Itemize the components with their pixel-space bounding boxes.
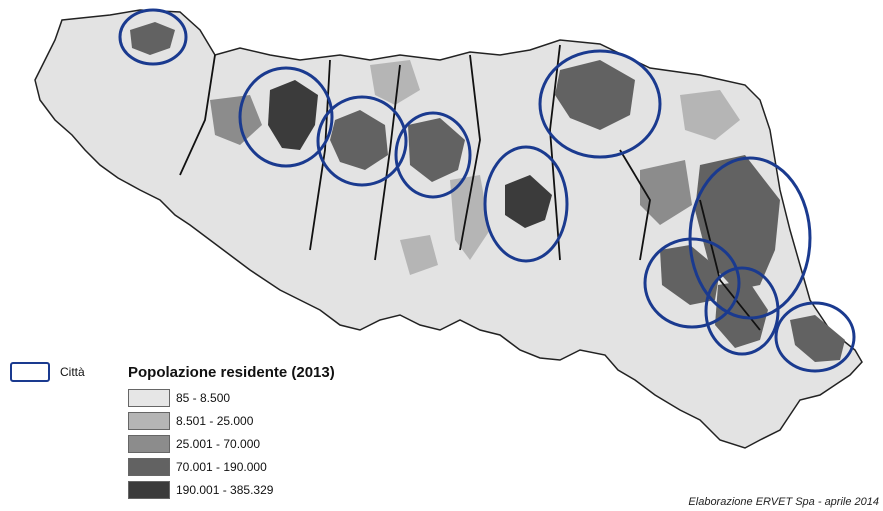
rimini-zone	[790, 315, 845, 362]
legend-swatch	[128, 389, 170, 407]
legend-label: 25.001 - 70.000	[176, 437, 261, 451]
reggio-zone	[330, 110, 388, 170]
city-circle-reggio	[316, 95, 408, 187]
mid-zone-3	[450, 175, 490, 260]
ferrara-zone	[555, 60, 635, 130]
city-legend: Città	[10, 362, 85, 382]
city-legend-label: Città	[60, 365, 85, 379]
legend-item: 25.001 - 70.000	[128, 434, 335, 454]
legend-label: 85 - 8.500	[176, 391, 231, 405]
city-circle-bologna	[483, 145, 569, 263]
mid-zone-6	[400, 235, 438, 275]
mid-zone-1	[210, 95, 262, 145]
population-legend: Popolazione residente (2013) 85 - 8.500 …	[128, 364, 335, 503]
mid-zone-2	[640, 160, 692, 225]
legend-swatch	[128, 435, 170, 453]
legend-swatch	[128, 458, 170, 476]
legend-item: 190.001 - 385.329	[128, 480, 335, 500]
legend-item: 70.001 - 190.000	[128, 457, 335, 477]
city-circle-cesena	[704, 266, 780, 356]
bologna-zone	[505, 175, 552, 228]
population-zones	[130, 22, 845, 362]
legend-item: 8.501 - 25.000	[128, 411, 335, 431]
city-circles	[118, 8, 856, 373]
piacenza-zone	[130, 22, 175, 55]
legend-title: Popolazione residente (2013)	[128, 364, 335, 381]
legend-label: 190.001 - 385.329	[176, 483, 274, 497]
credit-text: Elaborazione ERVET Spa - aprile 2014	[688, 496, 879, 508]
city-outline-swatch	[10, 362, 50, 382]
legend-label: 8.501 - 25.000	[176, 414, 254, 428]
mid-zone-4	[370, 60, 420, 105]
cesena-zone	[715, 280, 768, 348]
city-circle-rimini	[774, 301, 856, 373]
city-circle-piacenza	[118, 8, 188, 66]
legend-swatch	[128, 412, 170, 430]
city-circle-forli	[643, 237, 741, 329]
ravenna-zone	[695, 155, 780, 290]
city-circle-modena	[394, 111, 472, 199]
modena-zone	[408, 118, 465, 182]
city-circle-parma	[238, 66, 334, 168]
parma-zone	[268, 80, 318, 150]
province-boundaries	[179, 44, 761, 331]
legend-label: 70.001 - 190.000	[176, 460, 267, 474]
mid-zone-5	[680, 90, 740, 140]
city-circle-ferrara	[538, 49, 662, 159]
legend-item: 85 - 8.500	[128, 388, 335, 408]
legend-swatch	[128, 481, 170, 499]
